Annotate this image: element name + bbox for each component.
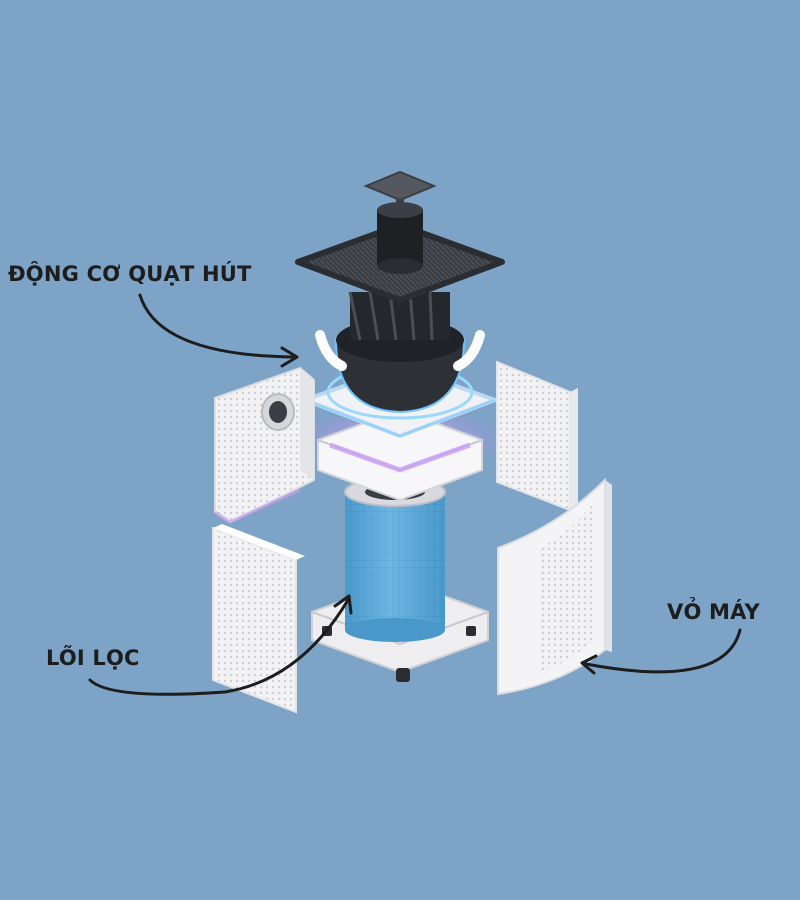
uv-chamber [290, 404, 510, 502]
label-housing-shell: VỎ MÁY [667, 600, 760, 624]
left-back-panel [214, 366, 315, 524]
right-front-shell [497, 477, 612, 696]
arrow-core [88, 594, 353, 696]
arrow-shell [580, 628, 742, 675]
top-grille [295, 170, 505, 303]
right-back-panel [496, 360, 578, 512]
filter-core [344, 477, 446, 642]
label-fan-motor: ĐỘNG CƠ QUẠT HÚT [8, 262, 252, 286]
left-front-panel [212, 524, 305, 714]
label-filter-core: LÕI LỌC [46, 646, 140, 670]
arrow-motor [138, 293, 299, 368]
fan-impeller [315, 291, 485, 414]
